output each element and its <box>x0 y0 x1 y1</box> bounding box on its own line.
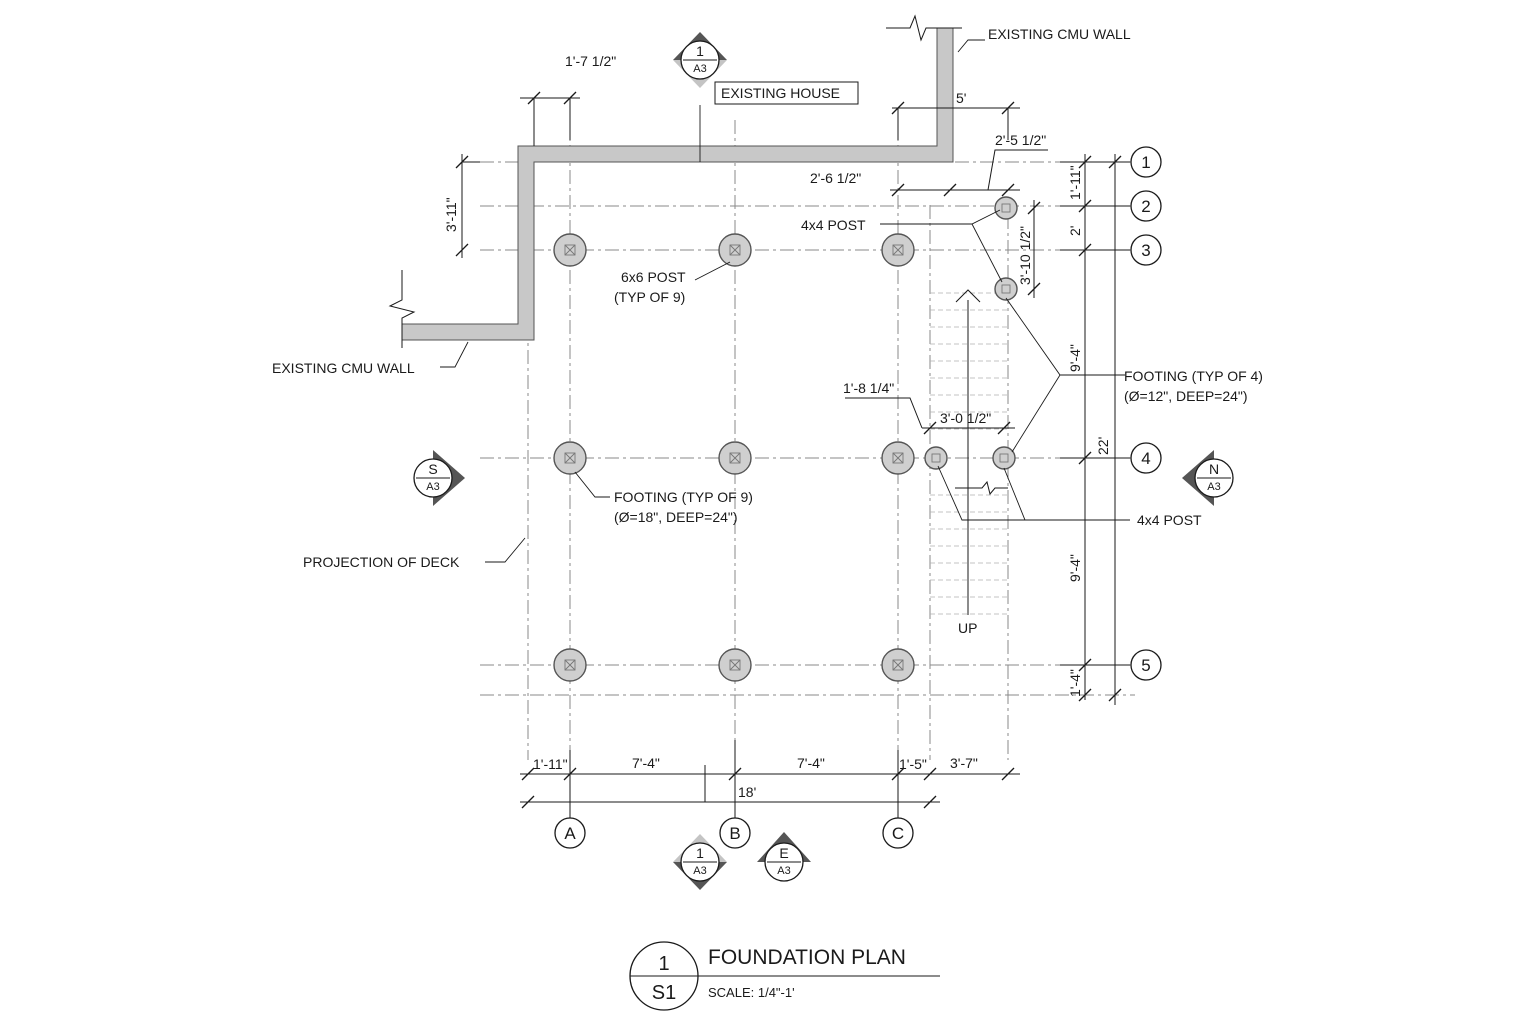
title-sheet: S1 <box>652 982 676 1004</box>
wall-break-mark-left <box>388 270 416 348</box>
label-footing-typ-9: FOOTING (TYP OF 9) <box>614 489 753 505</box>
dim-1-4: 1'-4" <box>1067 669 1083 697</box>
footing-c3 <box>881 233 915 267</box>
dim-18: 18' <box>738 784 756 800</box>
section-marker-top: 1 A3 <box>673 32 727 88</box>
label-footing-typ-9-spec: (Ø=18", DEEP=24") <box>614 509 738 525</box>
svg-text:1: 1 <box>1141 153 1150 172</box>
footing-a4 <box>553 441 587 475</box>
dim-9-4-upper: 9'-4" <box>1067 344 1083 372</box>
dim-1-11-bottom: 1'-11" <box>533 756 568 772</box>
dim-2-5-half: 2'-5 1/2" <box>995 132 1046 148</box>
grid-bubbles: 1 2 3 4 5 A B C <box>554 146 1162 849</box>
label-existing-cmu-wall-left: EXISTING CMU WALL <box>272 360 415 376</box>
grid-bubble-3: 3 <box>1130 234 1162 266</box>
svg-text:C: C <box>892 824 904 843</box>
svg-text:A3: A3 <box>426 481 439 493</box>
stair-footing-upper <box>994 196 1018 220</box>
svg-text:1: 1 <box>696 845 704 861</box>
stairs <box>930 289 1008 615</box>
dim-7-4-right: 7'-4" <box>797 755 825 771</box>
label-6x6-post: 6x6 POST <box>621 269 686 285</box>
title-text: FOUNDATION PLAN <box>708 946 906 969</box>
label-projection-of-deck: PROJECTION OF DECK <box>303 554 460 570</box>
footing-b4 <box>718 441 752 475</box>
grid-bubble-a: A <box>554 817 586 849</box>
dim-3-0-half: 3'-0 1/2" <box>940 410 991 426</box>
dim-1-7-half: 1'-7 1/2" <box>565 53 616 69</box>
svg-text:E: E <box>779 845 788 861</box>
label-existing-cmu-wall-top: EXISTING CMU WALL <box>988 26 1131 42</box>
grid-bubble-2: 2 <box>1130 190 1162 222</box>
dim-2: 2' <box>1067 226 1083 236</box>
svg-text:A: A <box>564 824 576 843</box>
dim-1-8-quarter: 1'-8 1/4" <box>843 380 894 396</box>
existing-house-frame <box>714 81 859 105</box>
dim-3-11: 3'-11" <box>443 197 459 232</box>
grid-bubble-5: 5 <box>1130 649 1162 681</box>
dim-2-6-half: 2'-6 1/2" <box>810 170 861 186</box>
footing-b5 <box>718 648 752 682</box>
dimension-texts: 1'-7 1/2" 5' 2'-5 1/2" 2'-6 1/2" 3'-11" … <box>443 53 1111 800</box>
footing-c5 <box>881 648 915 682</box>
footing-a5 <box>553 648 587 682</box>
grid-bubble-b: B <box>719 817 751 849</box>
footing-c4 <box>881 441 915 475</box>
annotation-labels: EXISTING CMU WALL EXISTING HOUSE EXISTIN… <box>272 26 1263 570</box>
dim-3-7: 3'-7" <box>950 755 978 771</box>
section-marker-bottom: 1 A3 <box>673 834 727 890</box>
svg-text:3: 3 <box>1141 241 1150 260</box>
dim-3-10-half: 3'-10 1/2" <box>1017 226 1033 285</box>
dim-22: 22' <box>1095 437 1111 455</box>
svg-text:1: 1 <box>696 43 704 59</box>
footing-a3 <box>553 233 587 267</box>
svg-text:A3: A3 <box>693 63 706 75</box>
footing-b3 <box>718 233 752 267</box>
label-footing-typ-4-spec: (Ø=12", DEEP=24") <box>1124 388 1248 404</box>
grid-bubble-4: 4 <box>1130 442 1162 474</box>
dim-9-4-lower: 9'-4" <box>1067 554 1083 582</box>
dim-1-11-right: 1'-11" <box>1067 165 1083 200</box>
footings-12in <box>924 196 1018 470</box>
section-marker-north: N A3 <box>1182 450 1234 506</box>
svg-text:S: S <box>428 461 437 477</box>
footings-18in <box>553 233 915 682</box>
svg-text:A3: A3 <box>777 865 790 877</box>
dimension-lines <box>455 91 1130 818</box>
grid-lines <box>480 120 1135 760</box>
dim-5: 5' <box>956 90 966 106</box>
stair-footing-middle <box>994 277 1018 301</box>
label-existing-house: EXISTING HOUSE <box>721 85 840 101</box>
svg-text:A3: A3 <box>693 865 706 877</box>
stair-up-label: UP <box>958 620 977 636</box>
svg-text:4: 4 <box>1141 449 1150 468</box>
svg-text:N: N <box>1209 461 1219 477</box>
title-scale: SCALE: 1/4"-1' <box>708 985 795 1000</box>
svg-text:A3: A3 <box>1207 481 1220 493</box>
grid-bubble-c: C <box>882 817 914 849</box>
section-marker-east: E A3 <box>757 832 811 882</box>
label-footing-typ-4: FOOTING (TYP OF 4) <box>1124 368 1263 384</box>
leaders <box>440 39 1130 563</box>
label-4x4-post-upper: 4x4 POST <box>801 217 866 233</box>
label-6x6-post-typ: (TYP OF 9) <box>614 289 685 305</box>
wall-break-mark-top <box>886 14 962 42</box>
title-number: 1 <box>658 953 669 975</box>
dim-1-5: 1'-5" <box>899 756 927 772</box>
svg-text:B: B <box>729 824 740 843</box>
label-4x4-post-lower: 4x4 POST <box>1137 512 1202 528</box>
svg-text:5: 5 <box>1141 656 1150 675</box>
title-block: 1 S1 FOUNDATION PLAN SCALE: 1/4"-1' <box>629 941 940 1011</box>
grid-bubble-1: 1 <box>1130 146 1162 178</box>
section-marker-south: S A3 <box>413 450 465 506</box>
dim-7-4-left: 7'-4" <box>632 755 660 771</box>
svg-text:2: 2 <box>1141 197 1150 216</box>
stair-footing-lower-left <box>924 446 948 470</box>
stair-footing-lower-right <box>992 446 1016 470</box>
